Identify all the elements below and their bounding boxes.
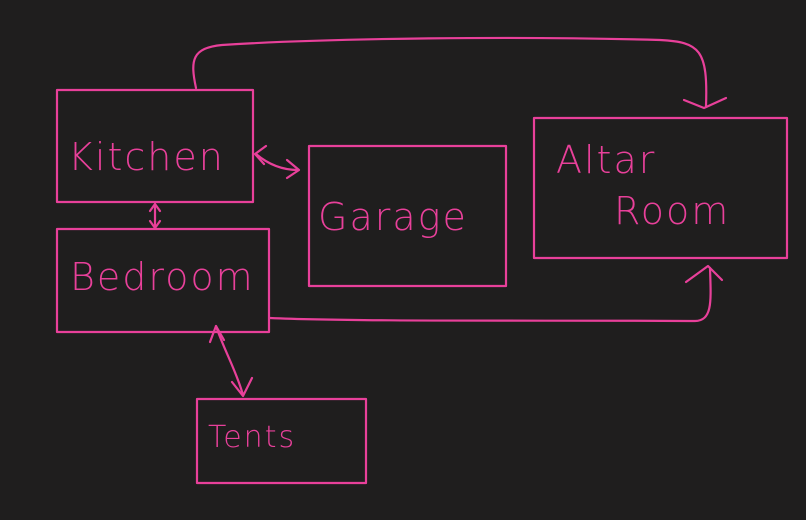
kitchen-box [55, 88, 255, 204]
arrowhead-at-kitchen [253, 144, 268, 166]
garage-label: Garage [318, 195, 468, 239]
node-altar-room: Altar Room [532, 116, 789, 260]
arrowhead-at-tents-top [230, 376, 254, 398]
arrowhead-at-garage [285, 158, 301, 180]
edge-kitchen-altar-room [192, 36, 728, 110]
edge-kitchen-bedroom [148, 202, 162, 230]
arrowhead-at-altar-room-bottom [684, 264, 724, 284]
altar-room-box [532, 116, 789, 260]
node-tents: Tents [195, 397, 368, 485]
tents-box [195, 397, 368, 485]
edge-bedroom-tents [208, 324, 254, 398]
kitchen-label: Kitchen [68, 135, 225, 179]
arrowhead-at-kitchen-bottom [148, 202, 162, 213]
arrowhead-at-altar-room-top [682, 96, 728, 110]
edge-kitchen-altar-room-line [192, 36, 708, 108]
node-bedroom: Bedroom [55, 227, 271, 334]
bedroom-label: Bedroom [70, 255, 255, 299]
edge-bedroom-altar-room-line [268, 266, 712, 323]
arrowhead-at-bedroom-bottom [208, 324, 226, 344]
node-garage: Garage [307, 144, 508, 288]
edge-bedroom-tents-line [214, 324, 245, 397]
garage-box [307, 144, 508, 288]
arrowhead-at-bedroom-top [148, 219, 162, 230]
edge-bedroom-altar-room [268, 264, 724, 323]
altar-room-label-line2: Room [614, 189, 730, 233]
tents-label: Tents [208, 420, 296, 455]
edge-kitchen-garage-line [254, 152, 300, 172]
edge-kitchen-garage [253, 144, 301, 180]
bedroom-box [55, 227, 271, 334]
node-kitchen: Kitchen [55, 88, 255, 204]
altar-room-label-line1: Altar [556, 138, 656, 182]
